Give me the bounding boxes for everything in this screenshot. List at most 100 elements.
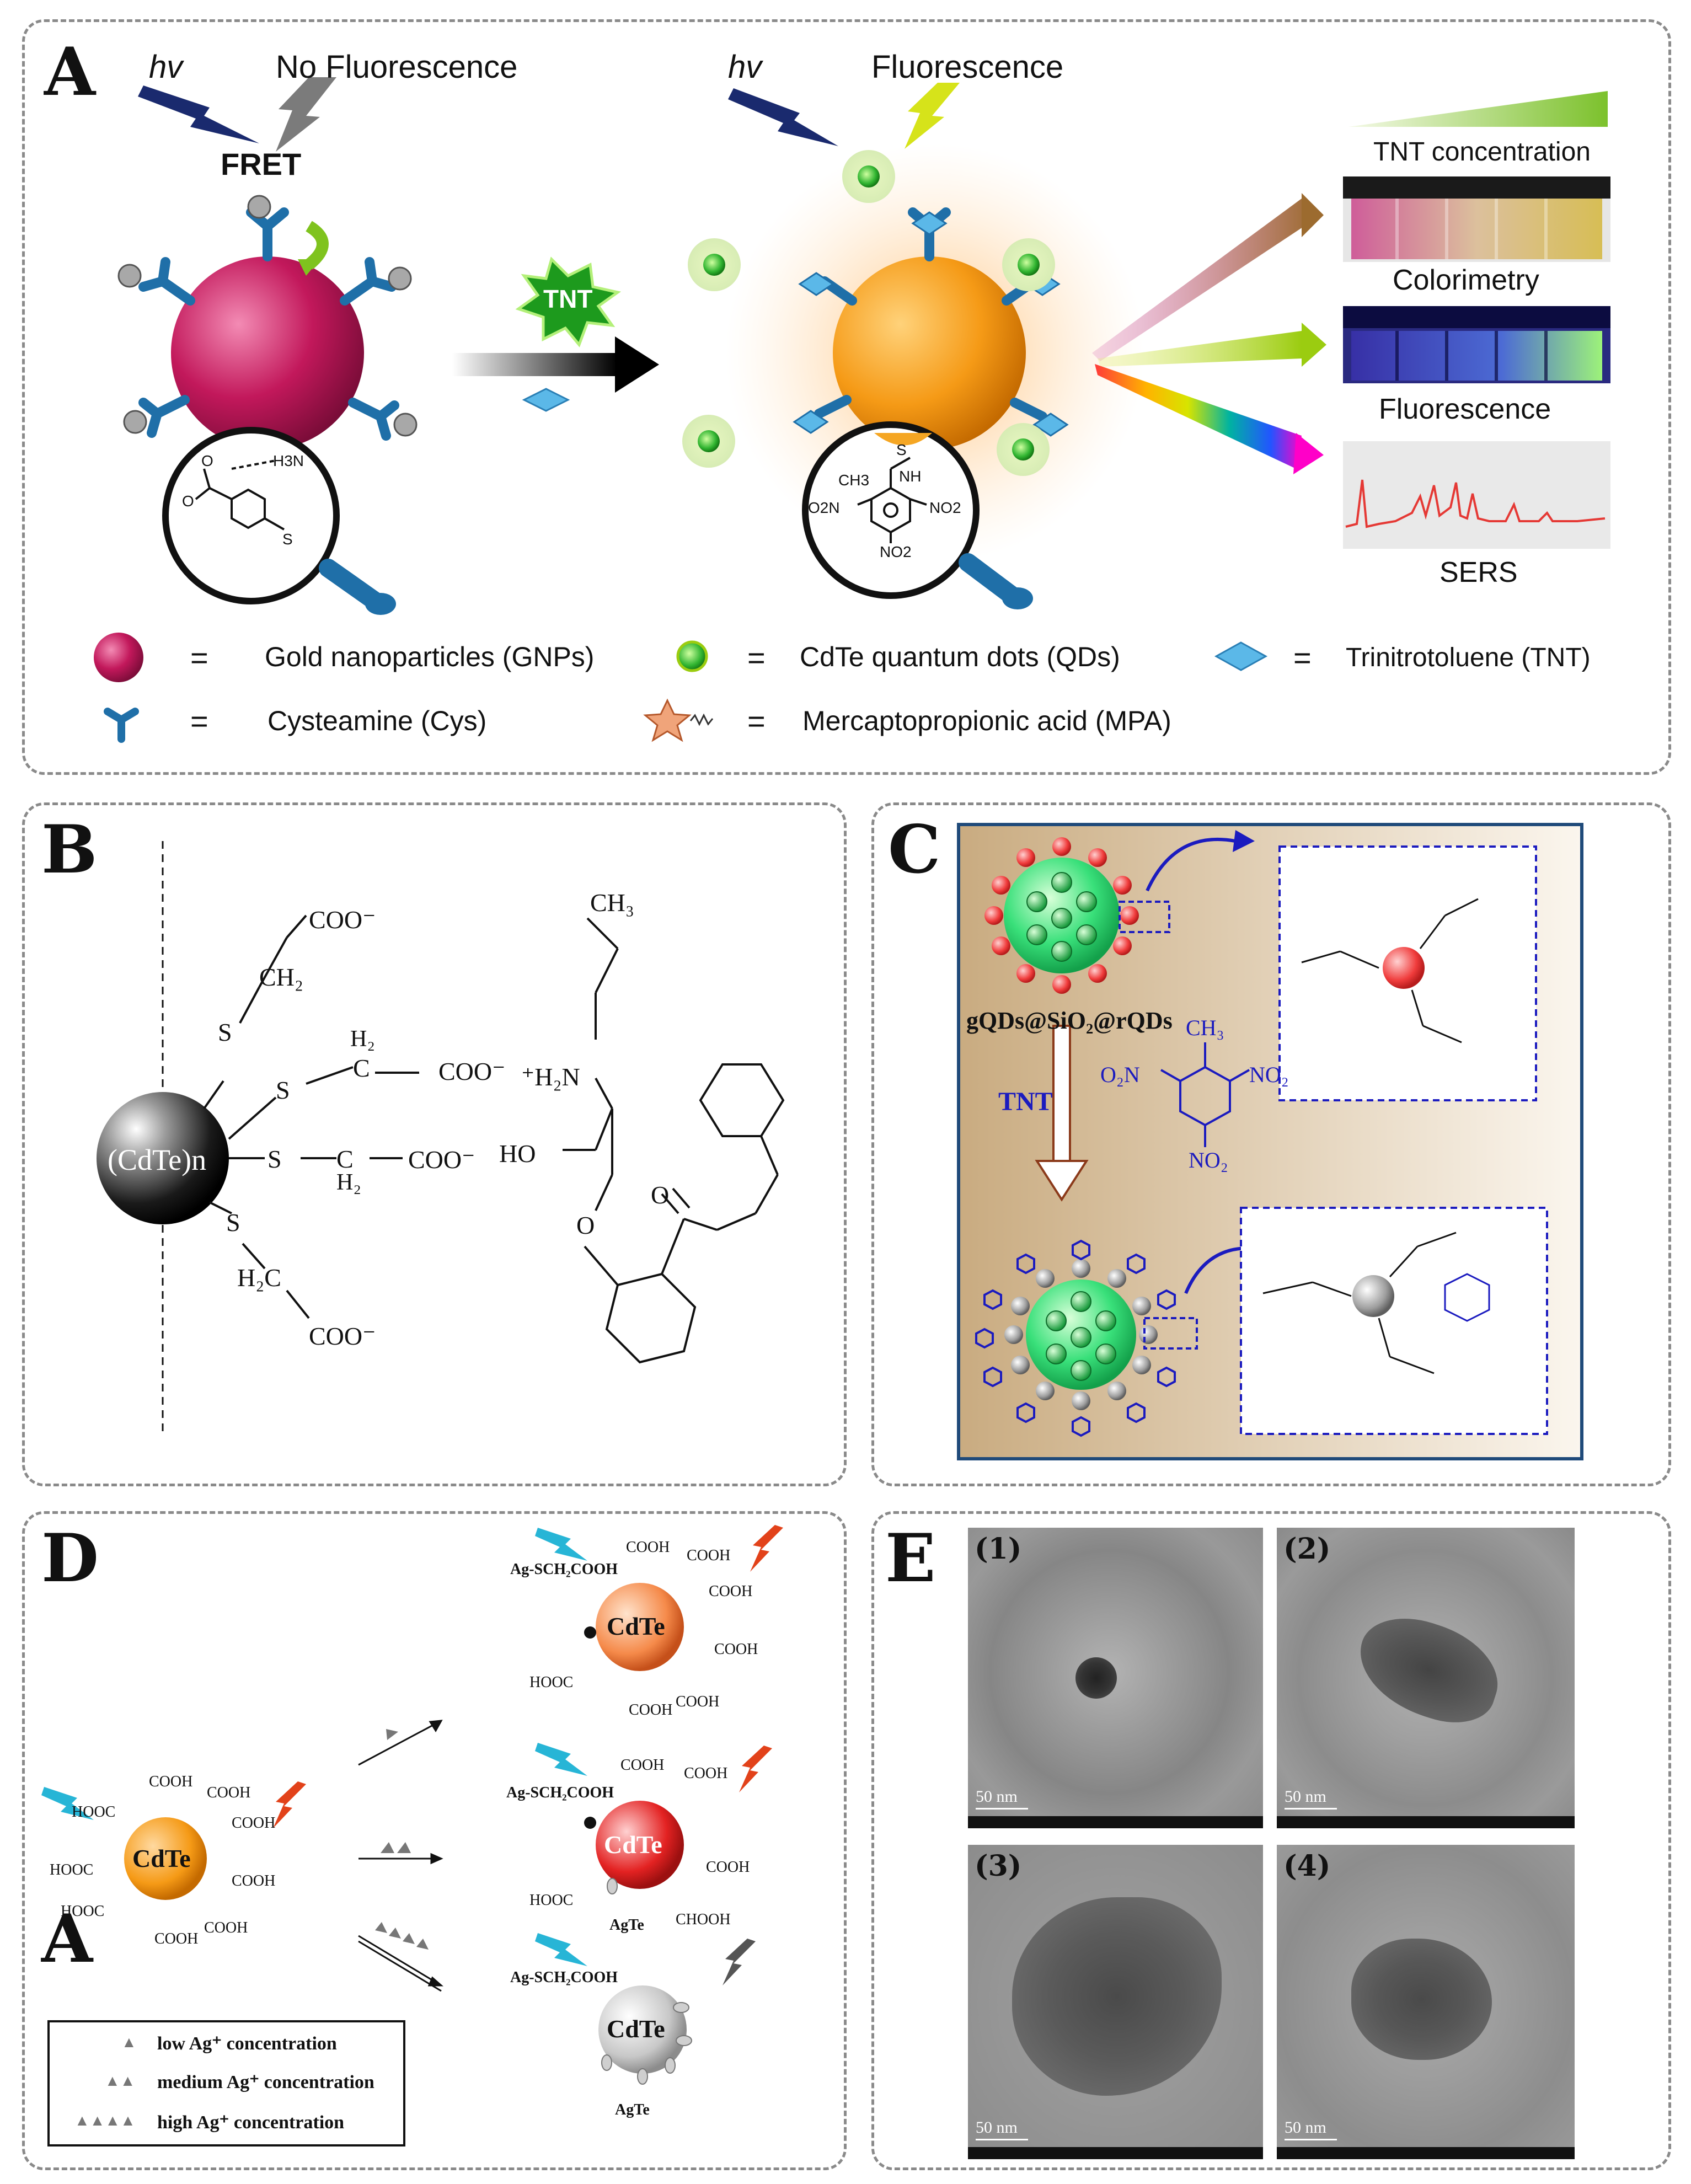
tem-scale-3: 50 nm — [976, 2118, 1018, 2137]
tem-image-1: (1) 50 nm — [968, 1528, 1263, 1828]
panel-b-label: B — [41, 811, 98, 888]
d-top-cooh-4: COOH — [714, 1641, 758, 1658]
meisenheimer-structure — [857, 457, 927, 543]
panel-c — [871, 802, 1671, 1486]
legend-tnt-icon — [1214, 641, 1268, 671]
c-o2n: O₂N — [1100, 1062, 1140, 1087]
legend-mpa-text: Mercaptopropionic acid (MPA) — [802, 705, 1171, 736]
fret-label: FRET — [221, 147, 302, 181]
panel-a — [22, 19, 1671, 775]
legend-qd-text: CdTe quantum dots (QDs) — [800, 641, 1120, 672]
b-h2n: ⁺H₂N — [521, 1063, 580, 1091]
d-mid-hooc: HOOC — [529, 1892, 574, 1909]
mol-left-s: S — [282, 531, 293, 548]
d-agte-bottom: AgTe — [615, 2101, 650, 2118]
d-legend-low-symbol: ▲ — [121, 2034, 137, 2051]
tnt-diamond-icon — [522, 388, 570, 412]
magnifier-right — [802, 421, 980, 599]
d-core-left: CdTe — [132, 1844, 191, 1872]
tem-particle-1 — [1075, 1657, 1117, 1699]
mol-right-s: S — [896, 441, 907, 458]
d-legend-high-symbol: ▲▲▲▲ — [74, 2112, 136, 2129]
b-c-2: C — [336, 1145, 354, 1173]
d-lightning-icons — [41, 1525, 783, 1985]
b-ho: HO — [499, 1139, 536, 1168]
particle-label: gQDs@SiO₂@rQDs — [966, 1007, 1173, 1034]
b-coo-3: COO⁻ — [408, 1145, 475, 1174]
d-core-top: CdTe — [607, 1612, 665, 1640]
cdte-bottom-icon — [598, 1985, 687, 2074]
d-mid-cooh-2: COOH — [684, 1765, 728, 1782]
d-cooh-6: COOH — [154, 1930, 199, 1947]
d-hooc-3: HOOC — [61, 1903, 105, 1920]
b-s-2: S — [276, 1076, 290, 1104]
d-hooc-2: HOOC — [50, 1861, 94, 1878]
d-mid-chooh: CHOOH — [676, 1911, 731, 1928]
fluorescence-method-label: Fluorescence — [1379, 393, 1551, 425]
legend-gnp-eq: = — [190, 640, 208, 675]
gray-qd-shell — [1004, 1259, 1158, 1410]
b-h2-1: H₂ — [350, 1026, 375, 1052]
gold-nanoparticle-icon — [171, 256, 364, 449]
tnt-burst-icon — [515, 256, 622, 347]
orange-nanoparticle-icon — [833, 256, 1026, 449]
ag-triangle-icons — [375, 1729, 429, 1950]
c-ch3: CH₃ — [1186, 1015, 1224, 1040]
tem-index-1: (1) — [975, 1532, 1022, 1566]
d-top-cooh-2: COOH — [687, 1547, 731, 1564]
d-cooh-5: COOH — [204, 1919, 248, 1936]
panel-a-graphics — [94, 77, 1610, 743]
hv-bolt-right-icon — [728, 88, 838, 146]
panel-e-label: E — [885, 1519, 936, 1597]
mol-right-ch3: CH3 — [838, 472, 870, 489]
b-s-3: S — [267, 1145, 282, 1173]
tem-image-3: (3) 50 nm — [968, 1845, 1263, 2159]
d-legend-box — [47, 2020, 405, 2146]
legend-cys-icon — [104, 708, 139, 743]
sers-spectrum-line — [1345, 479, 1606, 528]
d-top-cooh-1: COOH — [626, 1539, 670, 1556]
legend-tnt-text: Trinitrotoluene (TNT) — [1346, 643, 1591, 672]
benzoate-structure — [195, 459, 285, 531]
fluorescence-top-label: Fluorescence — [871, 49, 1064, 85]
yellow-bolt-icon — [905, 83, 960, 149]
cdte-top-icon — [596, 1583, 684, 1671]
d-core-mid: CdTe — [604, 1830, 662, 1859]
tem-aggregate-3 — [1012, 1897, 1222, 2096]
d-legend-med-symbol: ▲▲ — [105, 2073, 136, 2090]
legend-gnp-icon — [94, 633, 143, 682]
legend-cys-text: Cysteamine (Cys) — [267, 705, 487, 736]
c-tnt-label: TNT — [998, 1087, 1053, 1116]
b-c-1: C — [353, 1054, 370, 1082]
tnt-concentration-ramp — [1348, 91, 1608, 127]
mpa-qd-clusters-left — [117, 195, 418, 437]
panel-d-label: D — [41, 1519, 99, 1597]
d-ag-mid: Ag-SCH₂COOH — [506, 1784, 614, 1801]
cdte-core-icon — [97, 1092, 229, 1224]
mol-right-no2-b: NO2 — [880, 543, 912, 560]
tnt-hexagons — [975, 1239, 1176, 1437]
mol-right-nh: NH — [899, 468, 922, 485]
tnt-burst-label: TNT — [543, 285, 593, 313]
cdte-mid-icon — [596, 1801, 684, 1889]
d-ag-top: Ag-SCH₂COOH — [510, 1561, 618, 1578]
d-cooh-1: COOH — [149, 1773, 193, 1790]
mol-right-no2-a: NO2 — [929, 499, 961, 516]
mol-left-h3n: H3N — [273, 452, 304, 469]
panel-d — [22, 1511, 847, 2170]
legend-cys-eq: = — [190, 704, 208, 738]
b-coo-1: COO⁻ — [309, 906, 376, 934]
hv-right-label: hv — [728, 49, 762, 85]
hv-bolt-left-icon — [138, 85, 259, 143]
magnifier-left — [162, 427, 340, 604]
d-top-cooh-6: COOH — [629, 1701, 673, 1719]
b-o-1: O — [576, 1211, 595, 1239]
red-qd-shell — [984, 837, 1139, 994]
d-top-cooh-3: COOH — [709, 1583, 753, 1600]
legend-qd-icon — [676, 640, 708, 672]
b-o-2: O — [651, 1181, 670, 1209]
c-no2-a: NO₂ — [1249, 1062, 1289, 1087]
mol-right-o2n: O2N — [808, 499, 840, 516]
d-legend-low-text: low Ag⁺ concentration — [157, 2033, 337, 2054]
legend-gnp-text: Gold nanoparticles (GNPs) — [265, 641, 595, 672]
